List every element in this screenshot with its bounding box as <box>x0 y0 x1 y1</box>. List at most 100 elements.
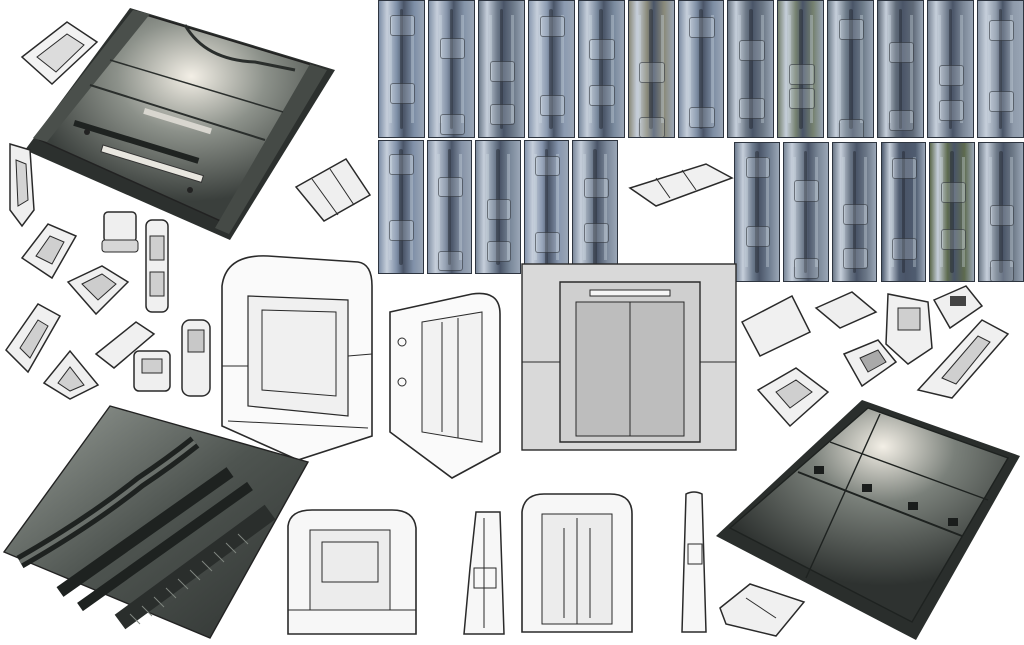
tile-groove <box>999 151 1003 273</box>
tile-plate <box>389 154 415 175</box>
sketch-greeble-part <box>752 362 832 432</box>
tile-plate <box>940 228 966 250</box>
tile-rail <box>582 154 586 260</box>
tile-rail <box>793 156 797 268</box>
thumbnail-tile <box>523 140 570 274</box>
tile-rail <box>987 14 991 124</box>
tile-rail <box>410 154 414 260</box>
tile-plate <box>892 238 917 260</box>
tile-rail <box>560 14 564 124</box>
tile-rail <box>891 156 895 268</box>
tile-groove <box>699 9 703 129</box>
tile-groove <box>852 151 857 273</box>
tile-plate <box>989 205 1015 227</box>
tile-plate <box>889 109 915 131</box>
tile-groove <box>649 9 653 129</box>
tile-rail <box>534 154 538 260</box>
tile-rail <box>738 14 742 124</box>
tile-plate <box>938 64 965 86</box>
sketch-greeble-part <box>62 262 132 318</box>
tile-plate <box>789 63 815 85</box>
tile-plate <box>839 18 865 40</box>
tile-rail <box>610 14 614 124</box>
thumbnail-tile <box>475 140 521 274</box>
tile-plate <box>489 60 515 82</box>
tile-plate <box>989 260 1015 281</box>
tile-plate <box>438 176 463 198</box>
tile-plate <box>486 241 512 262</box>
line-sketch-door-profile <box>672 488 716 636</box>
tile-groove <box>755 151 759 273</box>
tile-plate <box>389 82 416 104</box>
tile-plate <box>489 104 515 126</box>
tile-plate <box>794 180 820 202</box>
tile-rail <box>815 156 819 268</box>
tile-groove <box>544 148 549 266</box>
sketch-greeble-part <box>4 140 38 230</box>
tile-groove <box>549 9 554 129</box>
tile-plate <box>439 113 466 135</box>
tile-plate <box>988 20 1015 42</box>
tile-rail <box>912 156 916 268</box>
thumbnail-tile <box>477 0 525 138</box>
tile-plate <box>589 85 615 107</box>
thumbnail-tile <box>929 142 976 282</box>
tile-plate <box>745 156 771 179</box>
tile-rail <box>810 14 814 124</box>
line-sketch-door-open <box>382 282 522 482</box>
tile-plate <box>938 100 965 122</box>
thumbnail-tile <box>978 142 1024 282</box>
tile-groove <box>898 9 903 129</box>
sketch-greeble-part <box>92 318 158 372</box>
tile-plate <box>988 90 1015 112</box>
tile-rail <box>766 156 770 268</box>
tile-plate <box>843 247 868 270</box>
tile-plate <box>539 94 565 116</box>
tile-groove <box>599 9 603 129</box>
thumbnail-tile <box>627 0 675 138</box>
sketch-greeble-part <box>290 155 375 225</box>
sketch-greeble-part <box>2 300 64 376</box>
tile-rail <box>660 14 664 124</box>
sketch-greeble-part <box>626 160 736 210</box>
thumbnail-tile <box>831 142 878 282</box>
thumbnail-tile <box>977 0 1024 138</box>
tile-plate <box>486 199 512 220</box>
sketch-greeble-part <box>878 288 938 368</box>
tile-rail <box>437 154 441 260</box>
thumbnail-tile <box>527 0 575 138</box>
sketch-greeble-part <box>716 578 808 640</box>
tile-rail <box>744 156 748 268</box>
sketch-greeble-part <box>40 345 102 403</box>
thumbnail-tile <box>877 0 925 138</box>
tile-plate <box>439 37 466 59</box>
sketch-greeble-part <box>912 312 1012 402</box>
tile-rail <box>538 14 542 124</box>
thumbnail-tile <box>572 140 618 274</box>
rendered-panel-pipes <box>0 402 310 642</box>
sketch-greeble-part <box>18 218 80 284</box>
tile-plate <box>794 257 820 279</box>
sketch-greeble-part <box>812 288 880 332</box>
thumbnail-tile <box>880 142 927 282</box>
tile-plate <box>739 97 765 119</box>
tile-plate <box>589 39 615 61</box>
tile-rail <box>939 156 943 268</box>
tile-rail <box>710 14 714 124</box>
tile-plate <box>789 88 815 110</box>
shaded-sketch-door-front <box>520 262 738 452</box>
tile-rail <box>1010 156 1014 268</box>
tile-rail <box>458 154 462 260</box>
tile-rail <box>888 14 892 124</box>
tile-groove <box>948 9 953 129</box>
thumbnail-tile <box>426 140 473 274</box>
tile-plate <box>389 220 415 241</box>
tile-plate <box>535 155 560 176</box>
tile-rail <box>388 14 392 124</box>
tile-rail <box>510 14 514 124</box>
tile-groove <box>447 148 452 266</box>
tile-plate <box>889 41 915 63</box>
tile-plate <box>892 158 917 180</box>
tile-rail <box>838 14 842 124</box>
tile-groove <box>848 9 853 129</box>
